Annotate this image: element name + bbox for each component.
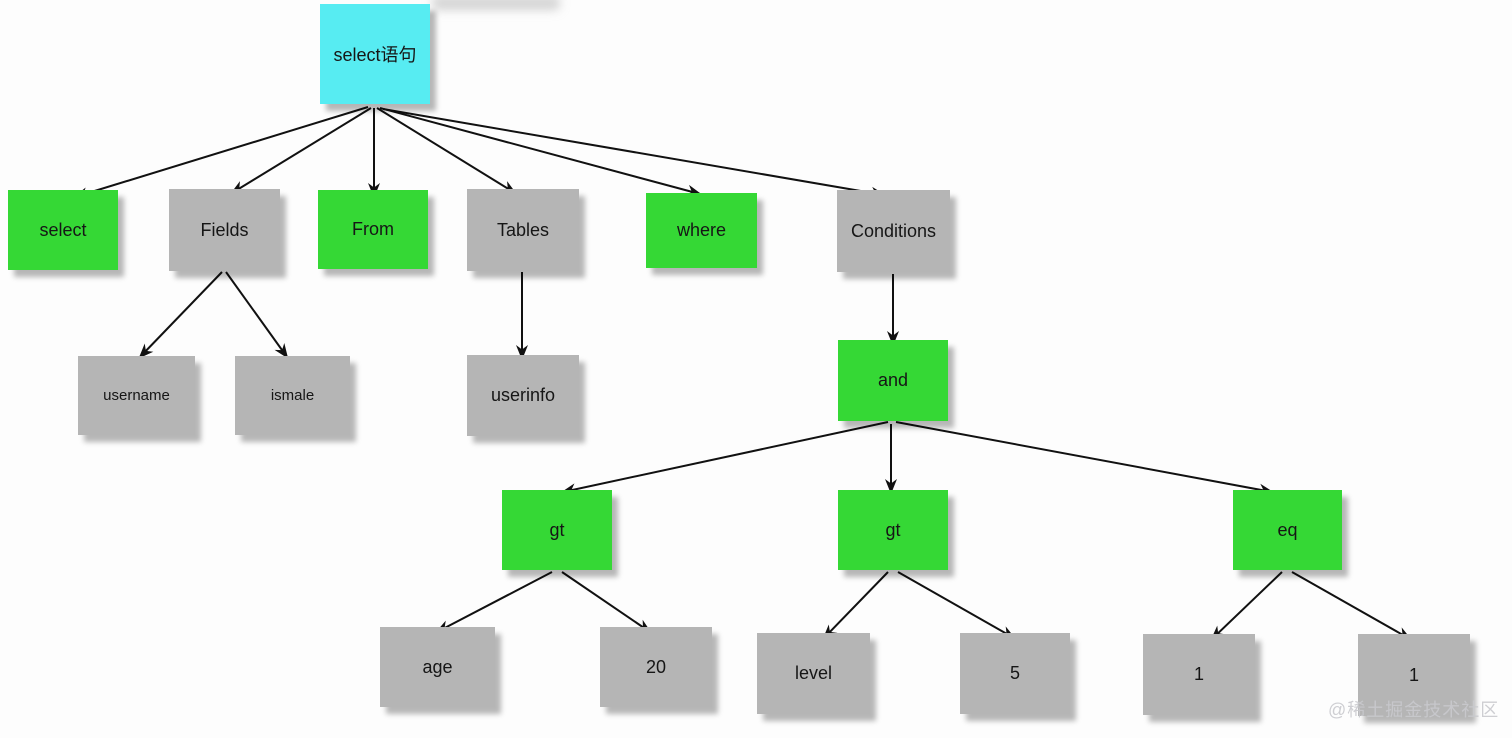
edge-root-select — [73, 106, 369, 199]
node-fields: Fields — [169, 189, 280, 271]
node-label: age — [422, 656, 453, 677]
node-label: ismale — [270, 387, 315, 404]
edge-and-gt1 — [561, 421, 889, 496]
watermark: @稀土掘金技术社区 — [1328, 700, 1500, 720]
node-where: where — [646, 193, 757, 268]
node-label: level — [794, 663, 833, 683]
node-label: and — [877, 370, 909, 390]
node-label: where — [676, 220, 727, 240]
node-label: gt — [885, 519, 901, 540]
edge-fields-ismale — [225, 271, 289, 359]
top-smudge-artifact — [432, 0, 560, 10]
edge-root-tables — [376, 107, 517, 195]
node-label: gt — [549, 519, 565, 540]
edge-and-eq — [895, 421, 1274, 496]
edge-eq-value1a — [1210, 571, 1283, 641]
node-value-1a: 1 — [1143, 634, 1255, 715]
node-label: 20 — [645, 656, 667, 677]
node-gt-2: gt — [838, 490, 948, 570]
node-eq: eq — [1233, 490, 1342, 570]
node-root: select语句 — [320, 4, 430, 104]
node-label: select语句 — [333, 45, 417, 65]
node-level: level — [757, 633, 870, 714]
edge-root-fields — [230, 107, 372, 195]
node-label: select — [39, 219, 87, 240]
node-and: and — [838, 340, 948, 421]
edge-fields-username — [138, 271, 223, 359]
node-userinfo: userinfo — [467, 355, 579, 436]
node-label: userinfo — [490, 385, 556, 405]
node-value-1b: 1 — [1358, 634, 1470, 716]
edge-gt2-value5 — [897, 571, 1016, 639]
node-label: Fields — [200, 219, 249, 240]
edge-gt1-age — [435, 571, 553, 633]
edge-root-conditions — [382, 108, 886, 199]
node-gt-1: gt — [502, 490, 612, 570]
node-tables: Tables — [467, 189, 579, 271]
node-label: 1 — [1193, 664, 1204, 684]
node-conditions: Conditions — [837, 190, 950, 272]
edge-root-where — [379, 107, 702, 197]
node-label: From — [352, 219, 394, 239]
node-label: 1 — [1408, 664, 1419, 685]
node-value-20: 20 — [600, 627, 712, 707]
node-label: eq — [1277, 519, 1298, 540]
edge-gt1-value20 — [561, 571, 652, 634]
node-value-5: 5 — [960, 633, 1070, 714]
node-label: username — [103, 387, 170, 404]
edge-eq-value1b — [1291, 571, 1412, 640]
node-ismale: ismale — [235, 356, 350, 435]
edge-gt2-level — [822, 571, 889, 640]
node-label: Conditions — [850, 220, 937, 241]
node-select: select — [8, 190, 118, 270]
node-label: Tables — [496, 219, 550, 240]
node-username: username — [78, 356, 195, 435]
node-age: age — [380, 627, 495, 707]
node-from: From — [318, 190, 428, 269]
node-label: 5 — [1009, 663, 1020, 683]
